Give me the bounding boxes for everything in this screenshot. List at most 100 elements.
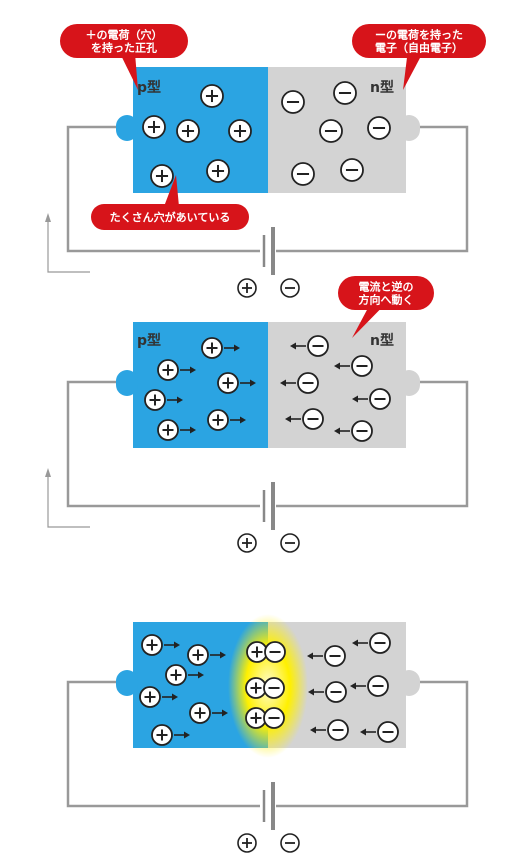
arrow-left-icon	[307, 652, 323, 660]
hole-plus-icon	[201, 337, 223, 359]
callout-text: 方向へ動く	[359, 292, 414, 306]
electron-minus-icon	[297, 372, 319, 394]
callout-holes: ＋の電荷（穴）を持った正孔	[60, 24, 188, 90]
electron-minus-icon	[291, 162, 315, 186]
hole-plus-icon	[150, 164, 174, 188]
hole-plus-icon	[206, 159, 230, 183]
hole-plus-icon	[151, 724, 173, 746]
hole-plus-icon	[245, 707, 267, 729]
arrow-left-icon	[280, 379, 296, 387]
hole-plus-icon	[189, 702, 211, 724]
arrow-left-icon	[310, 726, 326, 734]
electron-minus-icon	[324, 645, 346, 667]
electron-minus-icon	[369, 632, 391, 654]
arrow-right-icon	[180, 366, 196, 374]
hole-plus-icon	[246, 641, 268, 663]
hole-plus-icon	[157, 359, 179, 381]
current-direction-icon	[45, 468, 90, 528]
electron-minus-icon	[307, 335, 329, 357]
electron-minus-icon	[281, 90, 305, 114]
hole-plus-icon	[142, 115, 166, 139]
hole-plus-icon	[144, 389, 166, 411]
hole-plus-icon	[245, 677, 267, 699]
n-type-region	[268, 322, 420, 448]
arrow-left-icon	[352, 395, 368, 403]
hole-plus-icon	[228, 119, 252, 143]
arrow-right-icon	[174, 731, 190, 739]
electron-minus-icon	[327, 719, 349, 741]
p-type-region	[116, 322, 271, 448]
hole-plus-icon	[141, 634, 163, 656]
arrow-right-icon	[240, 379, 256, 387]
arrow-left-icon	[308, 688, 324, 696]
hole-plus-icon	[176, 119, 200, 143]
electron-minus-icon	[319, 119, 343, 143]
battery-icon	[262, 482, 275, 530]
wire	[66, 125, 469, 253]
electron-minus-icon	[351, 355, 373, 377]
battery-plus-icon	[237, 533, 257, 553]
callout-text: を持った正孔	[91, 40, 157, 54]
callout-text: ーの電荷を持った	[375, 27, 463, 41]
electron-minus-icon	[263, 677, 285, 699]
p-type-label: p型	[137, 79, 161, 96]
battery-icon	[262, 782, 275, 830]
electron-minus-icon	[340, 158, 364, 182]
hole-plus-icon	[139, 686, 161, 708]
arrow-right-icon	[162, 693, 178, 701]
arrow-left-icon	[350, 682, 366, 690]
callout-many-holes: たくさん穴があいている	[91, 175, 249, 230]
electron-minus-icon	[264, 641, 286, 663]
arrow-right-icon	[212, 709, 228, 717]
arrow-left-icon	[334, 362, 350, 370]
battery-minus-icon	[280, 833, 300, 853]
arrow-right-icon	[188, 671, 204, 679]
hole-plus-icon	[217, 372, 239, 394]
electron-minus-icon	[367, 675, 389, 697]
hole-plus-icon	[207, 409, 229, 431]
arrow-right-icon	[210, 651, 226, 659]
electron-minus-icon	[351, 420, 373, 442]
arrow-right-icon	[224, 344, 240, 352]
diagram-recombination	[66, 614, 469, 853]
arrow-left-icon	[334, 427, 350, 435]
arrow-left-icon	[352, 639, 368, 647]
electron-minus-icon	[302, 408, 324, 430]
current-direction-icon	[45, 213, 90, 273]
arrow-left-icon	[360, 728, 376, 736]
arrow-left-icon	[290, 342, 306, 350]
p-type-label: p型	[137, 332, 161, 349]
electron-minus-icon	[333, 81, 357, 105]
hole-plus-icon	[200, 84, 224, 108]
arrow-left-icon	[285, 415, 301, 423]
electron-minus-icon	[263, 707, 285, 729]
arrow-right-icon	[230, 416, 246, 424]
arrow-right-icon	[180, 426, 196, 434]
electron-minus-icon	[377, 721, 399, 743]
battery-plus-icon	[237, 278, 257, 298]
hole-plus-icon	[187, 644, 209, 666]
n-type-label: n型	[370, 332, 394, 349]
hole-plus-icon	[165, 664, 187, 686]
wire	[66, 680, 469, 808]
battery-minus-icon	[280, 533, 300, 553]
arrow-right-icon	[164, 641, 180, 649]
callout-text: 電流と逆の	[359, 279, 414, 293]
callout-text: たくさん穴があいている	[110, 210, 231, 224]
callout-text: 電子（自由電子）	[375, 40, 463, 54]
arrow-right-icon	[167, 396, 183, 404]
battery-plus-icon	[237, 833, 257, 853]
electron-minus-icon	[325, 681, 347, 703]
n-type-label: n型	[370, 79, 394, 96]
wire	[66, 380, 469, 508]
battery-icon	[262, 227, 275, 275]
electron-minus-icon	[369, 388, 391, 410]
battery-minus-icon	[280, 278, 300, 298]
callout-text: ＋の電荷（穴）	[86, 27, 163, 41]
electron-minus-icon	[367, 116, 391, 140]
